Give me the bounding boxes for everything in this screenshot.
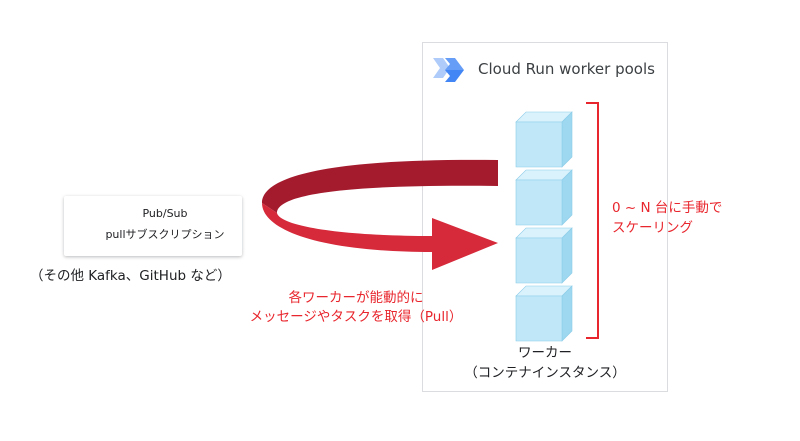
pubsub-name: Pub/Sub (142, 207, 188, 220)
pull-description-line1: 各ワーカーが能動的に (288, 290, 424, 306)
worker-cube (515, 111, 573, 168)
scaling-note: 0 ~ N 台に手動で スケーリング (612, 198, 722, 238)
worker-pool-title: Cloud Run worker pools (478, 60, 655, 78)
scaling-note-line1: 0 ~ N 台に手動で (612, 200, 723, 216)
cloud-run-icon (433, 58, 464, 82)
worker-label: ワーカー （コンテナインスタンス） (432, 343, 658, 383)
pull-arrow-back (262, 159, 498, 213)
scaling-note-line2: スケーリング (612, 220, 693, 236)
pull-subscription-label: pullサブスクリプション (105, 228, 225, 241)
other-sources-note: （その他 Kafka、GitHub など） (30, 268, 231, 284)
worker-cube (515, 169, 573, 226)
worker-cube (515, 227, 573, 284)
worker-instances (515, 111, 573, 342)
worker-cube (515, 285, 573, 342)
pull-arrow-front (262, 203, 498, 270)
pubsub-card: Pub/Sub pullサブスクリプション (64, 196, 242, 256)
worker-label-line2: （コンテナインスタンス） (464, 365, 626, 381)
pull-description-line2: メッセージやタスクを取得（Pull） (249, 309, 463, 325)
worker-label-line1: ワーカー (518, 345, 572, 361)
scaling-bracket (586, 102, 599, 339)
pull-description: 各ワーカーが能動的に メッセージやタスクを取得（Pull） (236, 289, 476, 327)
